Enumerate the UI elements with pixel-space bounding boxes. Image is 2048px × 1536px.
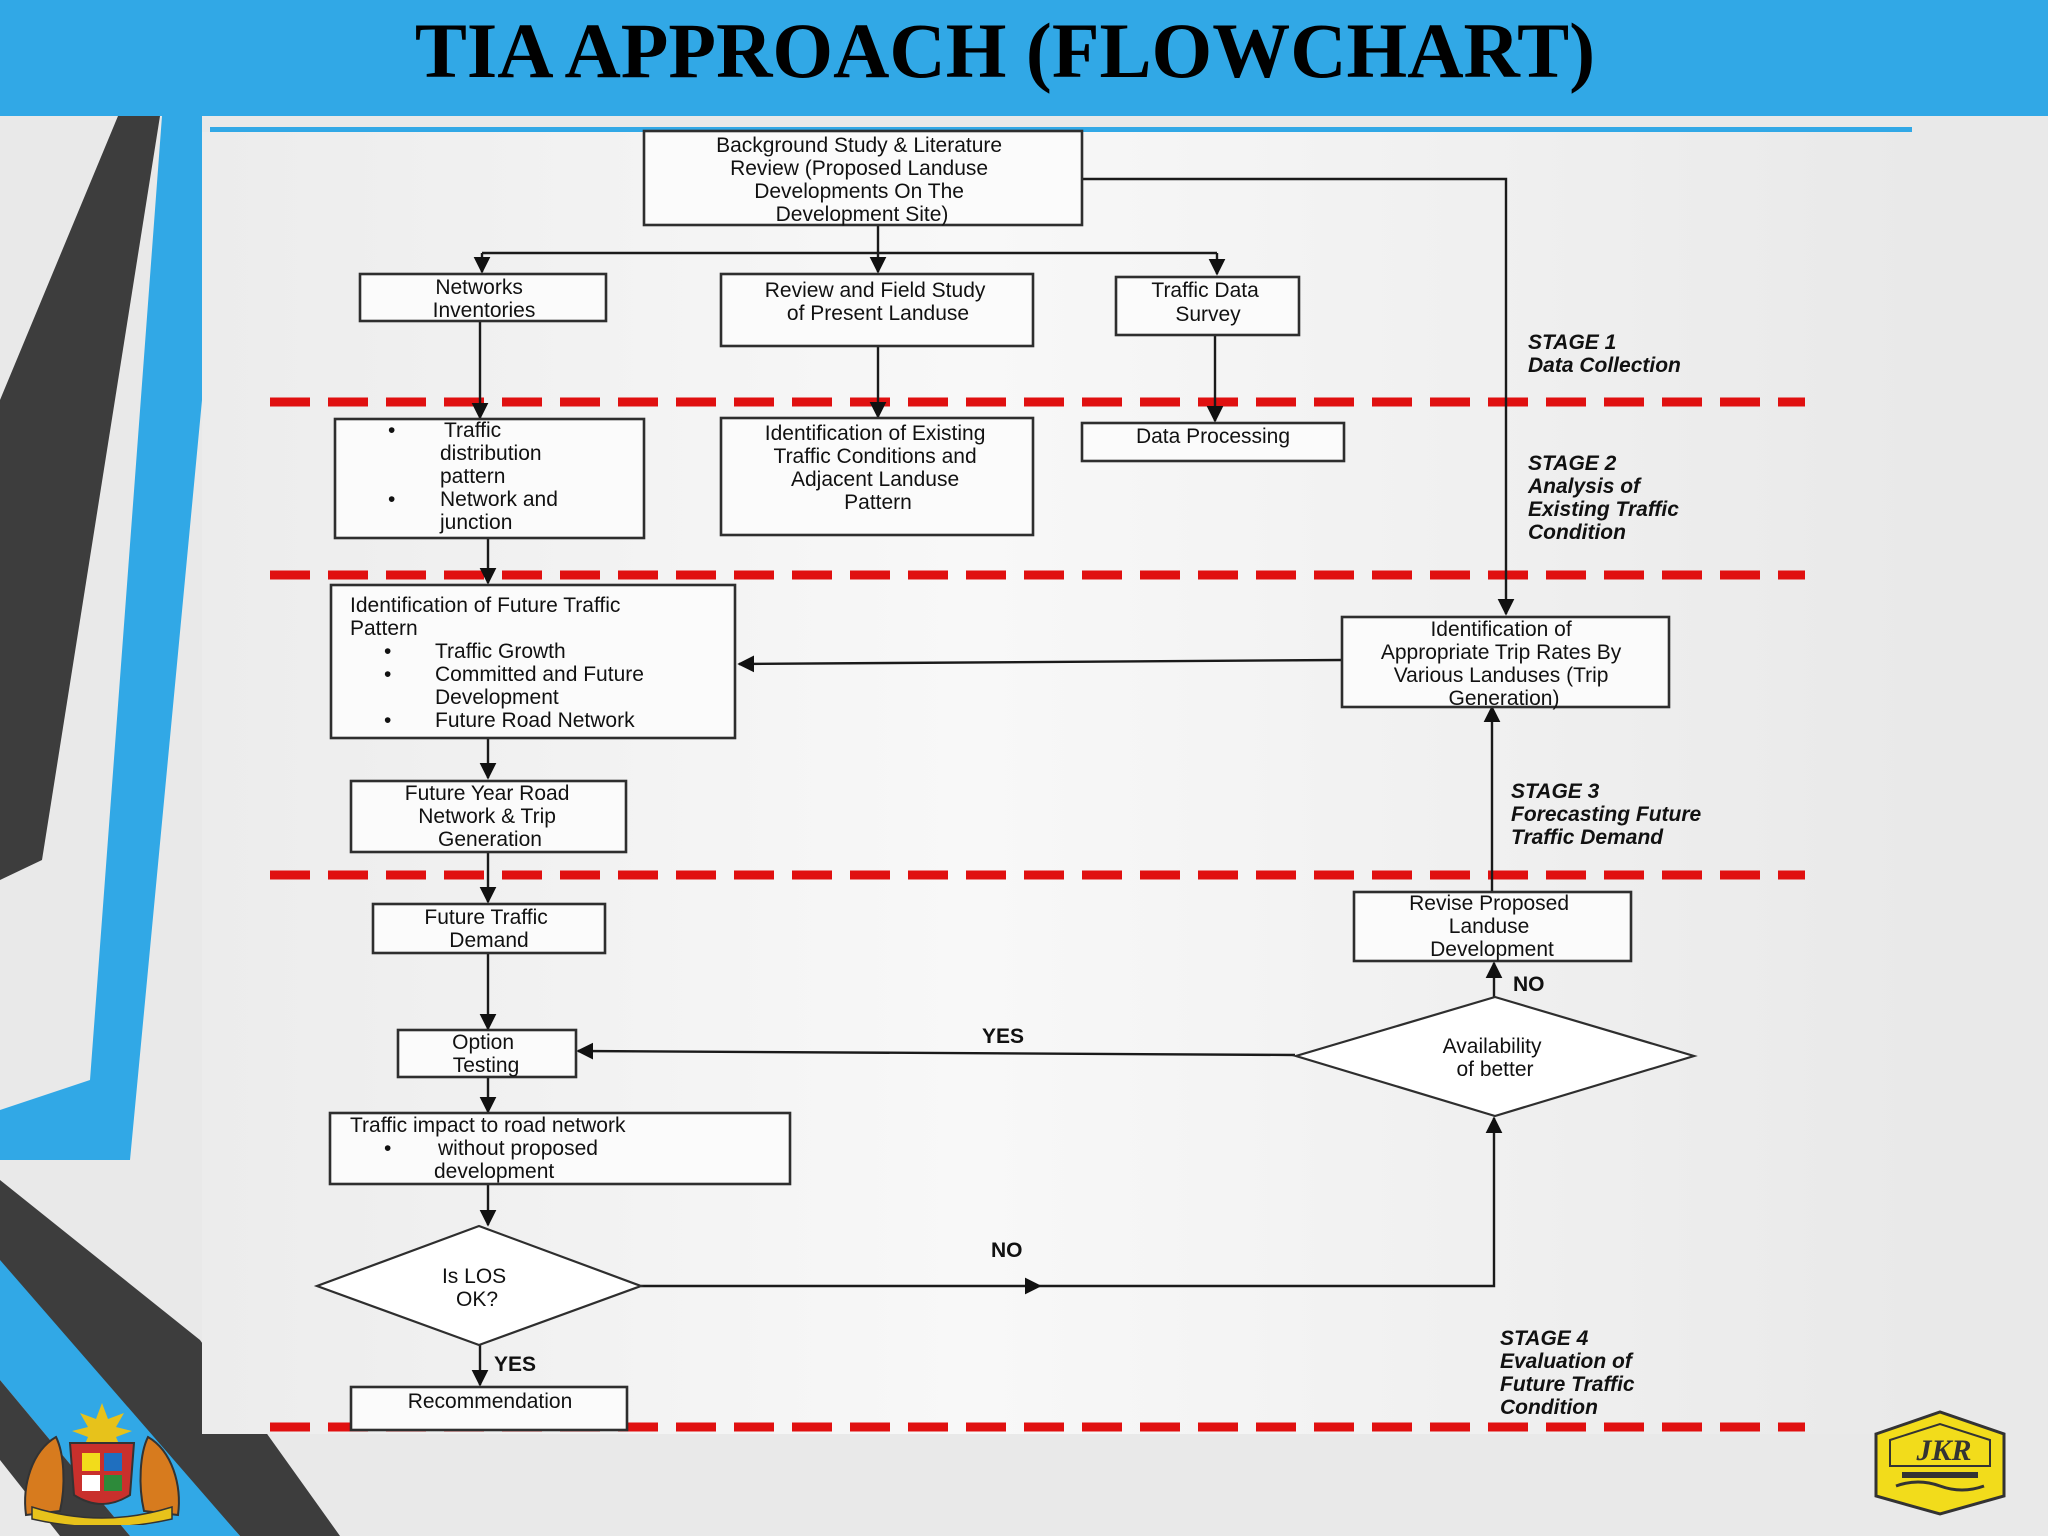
header-bar — [0, 0, 2048, 116]
los-diamond — [313, 1224, 645, 1347]
edge-los-no-up — [1040, 1116, 1503, 1288]
review-field-study-text: Review and Field Study of Present Landus… — [765, 279, 991, 325]
traffic-distribution-bullet-2: • — [388, 488, 395, 511]
revise-landuse-box — [1352, 890, 1633, 963]
recommendation-box — [349, 1385, 629, 1432]
los-text: Is LOS OK? — [442, 1265, 512, 1311]
stripe-dark-bottom — [0, 1180, 340, 1536]
future-traffic-demand-node: Future Traffic Demand — [371, 902, 607, 955]
edge-label-availability-yes: YES — [982, 1025, 1024, 1048]
future-traffic-pattern-heading: Identification of Future Traffic Pattern — [350, 594, 626, 640]
availability-text: Availability of better — [1443, 1035, 1548, 1081]
los-node: Is LOS OK? — [313, 1224, 645, 1347]
edge-label-availability-no: NO — [1513, 973, 1545, 996]
option-testing-node: Option Testing — [396, 1028, 578, 1079]
future-traffic-demand-text: Future Traffic Demand — [424, 906, 553, 952]
background-study-node: Background Study & Literature Review (Pr… — [642, 129, 1084, 227]
edge-label-los-yes: YES — [494, 1353, 536, 1376]
availability-diamond — [1292, 995, 1698, 1118]
identification-existing-box — [719, 416, 1035, 537]
recommendation-node: Recommendation — [349, 1385, 629, 1432]
background-study-box — [642, 129, 1084, 227]
future-traffic-pattern-items: Traffic Growth Committed and Future Deve… — [435, 640, 650, 732]
traffic-impact-heading: Traffic impact to road network — [350, 1114, 626, 1137]
future-year-road-box — [349, 779, 628, 854]
jkr-logo-text: JKR — [1915, 1434, 1971, 1467]
identification-existing-node: Identification of Existing Traffic Condi… — [719, 416, 1035, 537]
future-traffic-pattern-node: Identification of Future Traffic Pattern… — [329, 583, 737, 740]
stripe-blue-bottom — [0, 1260, 240, 1536]
background-study-text: Background Study & Literature Review (Pr… — [716, 134, 1008, 226]
revise-landuse-text: Revise Proposed Landuse Development — [1409, 892, 1575, 961]
edge-label-los-no: NO — [991, 1239, 1023, 1262]
data-processing-box — [1080, 421, 1346, 463]
future-year-road-node: Future Year Road Network & Trip Generati… — [349, 779, 628, 854]
traffic-impact-node: Traffic impact to road network • without… — [328, 1111, 792, 1186]
availability-node: Availability of better — [1292, 995, 1698, 1118]
traffic-distribution-bullet-1: • — [388, 419, 395, 442]
traffic-data-survey-node: Traffic Data Survey — [1114, 275, 1301, 337]
data-processing-node: Data Processing — [1080, 421, 1346, 463]
header-rule — [210, 127, 1912, 132]
stripe-dark-top — [0, 116, 160, 880]
trip-rates-box — [1340, 615, 1671, 709]
traffic-data-survey-text: Traffic Data Survey — [1151, 279, 1264, 326]
review-field-study-node: Review and Field Study of Present Landus… — [719, 272, 1035, 348]
traffic-distribution-node: • Traffic distribution pattern • Network… — [333, 417, 646, 540]
edge-availability-yes — [576, 1042, 1296, 1060]
jkr-logo: JKR — [1860, 1408, 2020, 1523]
trip-rates-node: Identification of Appropriate Trip Rates… — [1340, 615, 1671, 710]
traffic-impact-item: without proposed development — [434, 1137, 604, 1183]
review-field-study-box — [719, 272, 1035, 348]
future-traffic-pattern-box — [329, 583, 737, 740]
networks-inventories-box — [358, 272, 608, 323]
malaysia-coat-of-arms-logo — [24, 1403, 180, 1525]
option-testing-box — [396, 1028, 578, 1079]
traffic-distribution-box — [333, 417, 646, 540]
traffic-impact-bullet: • — [384, 1137, 391, 1160]
data-processing-text: Data Processing — [1136, 425, 1290, 448]
traffic-data-survey-box — [1114, 275, 1301, 337]
traffic-distribution-item-1: Traffic distribution pattern — [440, 419, 547, 488]
trip-rates-text: Identification of Appropriate Trip Rates… — [1381, 618, 1627, 710]
option-testing-text: Option Testing — [452, 1031, 520, 1077]
slide-title: TIA APPROACH (FLOWCHART) — [414, 7, 1596, 94]
identification-existing-text: Identification of Existing Traffic Condi… — [765, 422, 991, 514]
edge-background-to-triprates — [1082, 177, 1515, 616]
future-year-road-text: Future Year Road Network & Trip Generati… — [405, 782, 575, 851]
networks-inventories-text: Networks Inventories — [433, 276, 536, 322]
traffic-distribution-item-2: Network and junction — [439, 488, 564, 534]
networks-inventories-node: Networks Inventories — [358, 272, 608, 323]
revise-landuse-node: Revise Proposed Landuse Development — [1352, 890, 1633, 963]
future-traffic-pattern-bullets: • • • — [384, 640, 397, 732]
edge-triprates-to-future — [737, 655, 1343, 673]
stripe-blue-left — [0, 116, 202, 1160]
recommendation-text: Recommendation — [408, 1390, 573, 1413]
connectors — [471, 177, 1515, 1387]
future-traffic-demand-box — [371, 902, 607, 955]
traffic-impact-box — [328, 1111, 792, 1186]
